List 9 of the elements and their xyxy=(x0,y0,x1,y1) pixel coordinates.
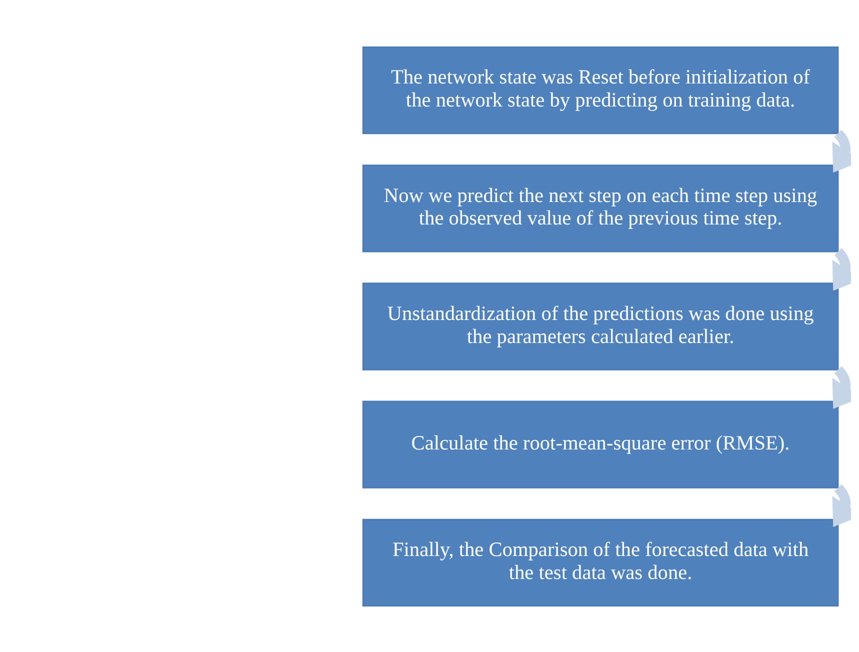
node-box: The network state was Reset before initialization of the network state by predicting on training data. xyxy=(362,46,839,134)
node-box: Now we predict the next step on each time step using the observed value of the previous time step. xyxy=(362,164,839,252)
node-box: Finally, the Comparison of the forecasted data with the test data was done. xyxy=(362,518,839,606)
node-box: Unstandardization of the predictions was done using the parameters calculated earlier. xyxy=(362,282,839,370)
arrow xyxy=(832,129,851,172)
arrow xyxy=(832,366,851,408)
arrow xyxy=(832,248,851,290)
node-box: Calculate the root-mean-square error (RMSE). xyxy=(362,400,839,488)
arrow xyxy=(832,484,851,526)
